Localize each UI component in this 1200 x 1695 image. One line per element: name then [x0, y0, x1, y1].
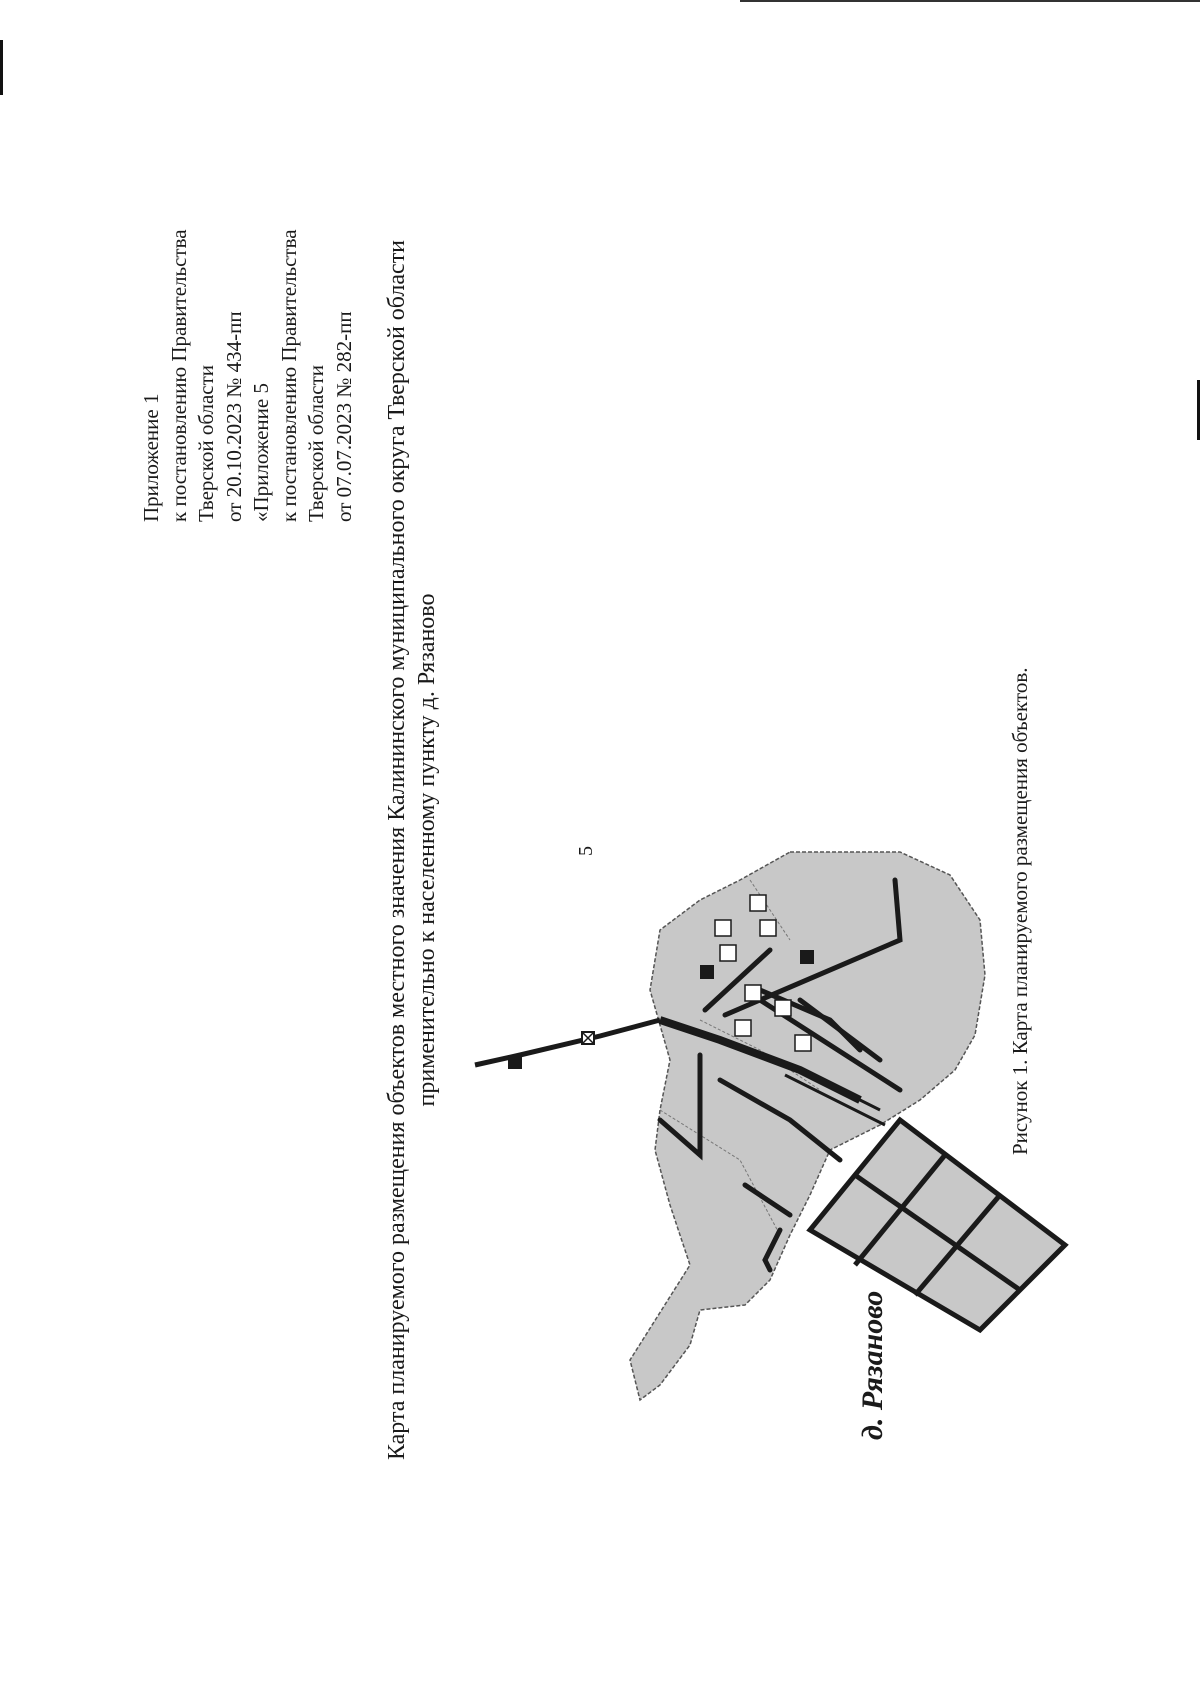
planned-object-marker: [794, 1034, 812, 1052]
street: [702, 947, 773, 1013]
access-road: [474, 1017, 661, 1068]
block-grid-street: [806, 1116, 1069, 1334]
parcel-boundary: [659, 1109, 781, 1236]
bridge-icon: [581, 1031, 595, 1045]
planned-object-marker: [700, 965, 714, 979]
parcel-boundary: [699, 1019, 821, 1091]
street: [657, 1052, 703, 1161]
parcel-boundary: [749, 879, 791, 941]
planned-object-marker: [759, 919, 777, 937]
street: [762, 1227, 783, 1273]
figure-caption: Рисунок 1. Карта планируемого размещения…: [1008, 667, 1032, 1155]
street: [797, 997, 883, 1063]
planned-object-marker: [774, 999, 792, 1017]
planned-object-marker: [744, 984, 762, 1002]
scan-edge-left: [0, 40, 3, 95]
planned-object-marker: [749, 894, 767, 912]
street: [742, 1182, 793, 1218]
planned-object-marker: [734, 1019, 752, 1037]
scan-edge-right: [1197, 380, 1200, 440]
scan-edge-top: [740, 0, 1200, 2]
planned-object-marker: [800, 950, 814, 964]
object-markers: [700, 894, 814, 1052]
street: [784, 1073, 886, 1127]
block-grid-street: [853, 1172, 1022, 1293]
village-label: д. Рязаново: [856, 1290, 889, 1440]
planned-object-marker: [714, 919, 732, 937]
road-object-marker: [508, 1055, 522, 1069]
street: [722, 877, 903, 1018]
planned-object-marker: [719, 944, 737, 962]
street: [717, 1077, 843, 1163]
territory-polygon: [629, 851, 986, 1402]
street: [779, 1058, 881, 1112]
block-grid-street: [853, 1153, 947, 1267]
